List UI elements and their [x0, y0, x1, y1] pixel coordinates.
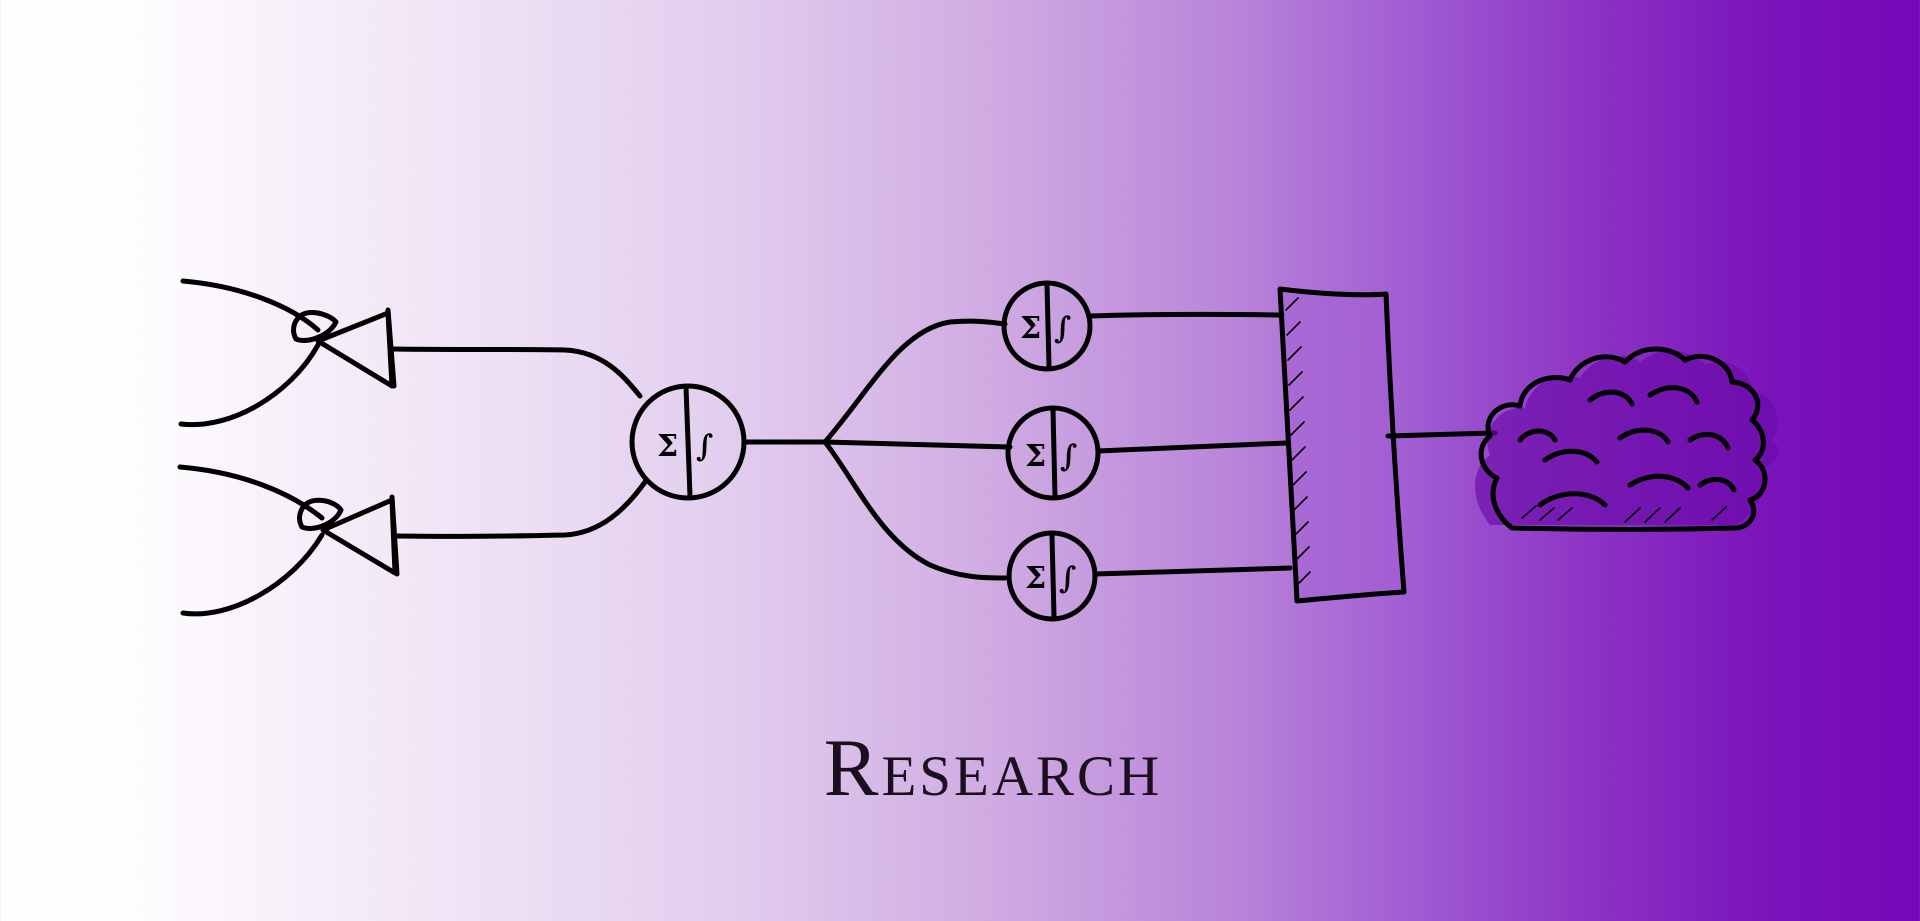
neuron-icon: Σ ∫ — [1001, 280, 1093, 372]
aggregator-block-icon — [1277, 286, 1407, 604]
summation-symbol: Σ — [1020, 311, 1041, 346]
page-title: Research — [823, 722, 1163, 813]
sensor-icon — [178, 278, 397, 428]
summation-symbol: Σ — [1025, 439, 1046, 474]
integral-symbol: ∫ — [1060, 439, 1077, 474]
integral-symbol: ∫ — [1059, 561, 1076, 596]
summation-symbol: Σ — [1025, 561, 1046, 596]
sensor-icon — [177, 464, 400, 617]
summation-symbol: Σ — [657, 429, 678, 464]
brain-icon — [1475, 346, 1779, 532]
integral-symbol: ∫ — [696, 429, 713, 464]
neuron-icon: Σ ∫ — [629, 383, 747, 501]
neuron-icon: Σ ∫ — [1005, 405, 1101, 501]
neuron-icon: Σ ∫ — [1006, 530, 1098, 622]
integral-symbol: ∫ — [1054, 311, 1071, 346]
